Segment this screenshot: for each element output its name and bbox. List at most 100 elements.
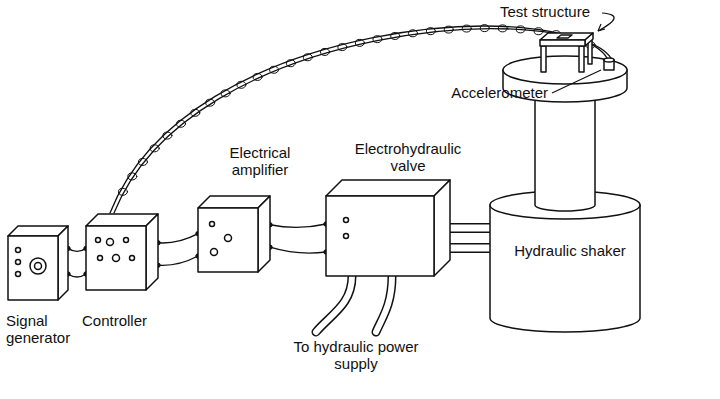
instrument-box: Electrical amplifier (198, 208, 258, 272)
wire-pair (156, 231, 200, 267)
pipe-wall (448, 223, 492, 233)
node-label: Electrohydraulic valve (340, 140, 476, 175)
box-side (258, 196, 270, 272)
wire (158, 234, 198, 243)
coil-loop (321, 48, 330, 55)
leader-line (552, 70, 601, 93)
pipe-bore (448, 225, 492, 232)
structure-front (540, 40, 585, 46)
knob (124, 238, 129, 243)
box-outline (198, 196, 270, 272)
hydraulic-hose (376, 276, 392, 332)
coil-loop (163, 132, 172, 139)
wire-pair (268, 222, 328, 254)
coil-loop (138, 158, 147, 165)
part-label: Accelerometer (436, 84, 548, 101)
knob (16, 272, 21, 277)
shaker-cylinder: Hydraulic shaker (490, 188, 640, 333)
coil-loop (480, 25, 489, 32)
instrument-box: Electrohydraulic valve (326, 196, 434, 276)
instrument-box (86, 214, 162, 294)
wire (68, 248, 86, 251)
shaker-table-top (503, 56, 627, 84)
instrument-box (198, 196, 274, 276)
knob (107, 239, 114, 246)
coil-loop (206, 99, 215, 106)
knob (16, 248, 21, 253)
knob (30, 258, 46, 274)
wire (68, 274, 86, 277)
part-label: Test structure (500, 3, 600, 20)
instrument-box: Controller (86, 226, 146, 290)
node-label: Electrical amplifier (212, 144, 308, 179)
structure-hole (557, 35, 572, 38)
box-top (326, 180, 450, 196)
box-front (86, 226, 146, 290)
knob (130, 256, 135, 261)
coil-loop (150, 145, 159, 152)
box-outline (86, 214, 158, 290)
supply-label: To hydraulic power supply (288, 338, 424, 373)
coil-loop (128, 173, 137, 180)
accelerometer-top (604, 58, 614, 62)
coil-loop (338, 44, 347, 51)
leader-arrow (598, 13, 614, 31)
instrument-box (8, 226, 72, 304)
coil-loop (237, 81, 246, 88)
accelerometer-cable (110, 26, 607, 213)
coil-loop (191, 109, 200, 116)
knob (98, 256, 103, 261)
coil-loop (355, 39, 364, 46)
coil-loop (177, 120, 186, 127)
knob (344, 218, 349, 223)
structure-leg (541, 46, 546, 72)
hydraulic-hose (316, 276, 352, 332)
hydraulic-line (448, 228, 492, 248)
node-label: Signal generator (6, 312, 80, 347)
hydraulic-hose (316, 276, 352, 332)
knob (210, 222, 215, 227)
coil-loop (303, 54, 312, 61)
coil-loop (516, 26, 525, 33)
coil-loop (391, 32, 400, 39)
wire (270, 224, 326, 227)
knob (344, 234, 349, 239)
box-front (8, 236, 58, 300)
coil-loop (118, 188, 127, 195)
coil-loop (286, 60, 295, 67)
knob (225, 235, 232, 242)
instrument-box: Signal generator (8, 236, 58, 300)
hydraulic-hose (376, 276, 392, 332)
box-front (198, 208, 258, 272)
pipe-wall (448, 243, 492, 253)
box-outline (326, 180, 450, 276)
coil-loop (498, 25, 507, 32)
box-outline (8, 226, 68, 300)
coil-loop (409, 30, 418, 37)
knob (113, 255, 120, 262)
coil-loop (373, 36, 382, 43)
node-label: Controller (82, 312, 172, 329)
knob (35, 263, 42, 270)
box-side (146, 214, 158, 290)
knob (16, 260, 21, 265)
instrument-box (326, 180, 454, 280)
coil-loop (444, 26, 453, 33)
coil-loop (253, 73, 262, 80)
arrow-head (598, 24, 605, 31)
coil-loop (534, 28, 543, 35)
wire (270, 247, 326, 253)
wire-pair (66, 246, 88, 277)
node-label: Hydraulic shaker (514, 242, 626, 259)
knob (211, 249, 218, 256)
wire (158, 256, 198, 265)
shaker-body (490, 205, 640, 332)
structure-leg (579, 46, 584, 72)
accelerometer-cable (114, 29, 611, 213)
shaker-neck (535, 98, 595, 211)
coil-loop (462, 25, 471, 32)
shaker-drawing (490, 188, 640, 333)
cable-coils (118, 25, 595, 196)
coil-loop (221, 90, 230, 97)
